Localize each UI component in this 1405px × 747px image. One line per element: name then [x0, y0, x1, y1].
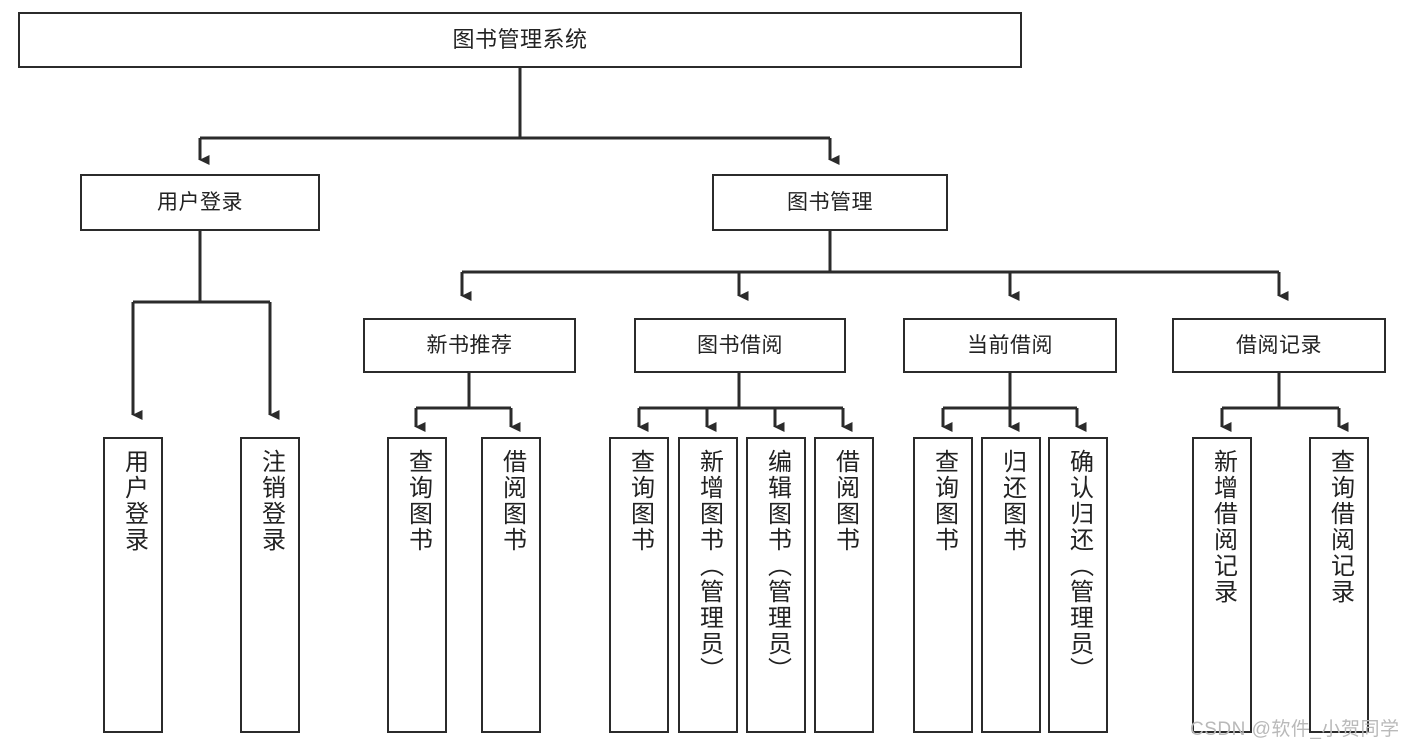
node-label: 用户登录	[157, 190, 243, 214]
node-book-borrow[interactable]: 图书借阅	[634, 318, 846, 373]
node-label: 注销登录	[257, 449, 285, 553]
leaf-query-book-current[interactable]: 查询图书	[913, 437, 973, 733]
node-label: 借阅记录	[1236, 333, 1322, 357]
leaf-user-login[interactable]: 用户登录	[103, 437, 163, 733]
node-current-borrow[interactable]: 当前借阅	[903, 318, 1117, 373]
node-label: 新增图书（管理员）	[695, 449, 723, 683]
node-label: 查询图书	[404, 449, 432, 553]
node-label: 查询图书	[626, 449, 654, 553]
node-label: 借阅图书	[498, 449, 526, 553]
leaf-logout[interactable]: 注销登录	[240, 437, 300, 733]
node-label: 编辑图书（管理员）	[763, 449, 791, 683]
node-label: 归还图书	[998, 449, 1026, 553]
node-label: 当前借阅	[967, 333, 1053, 357]
csdn-watermark: CSDN @软件_小贺同学	[1190, 719, 1400, 740]
leaf-borrow-book[interactable]: 借阅图书	[814, 437, 874, 733]
node-label: 用户登录	[120, 449, 148, 553]
node-label: 新增借阅记录	[1209, 449, 1237, 605]
leaf-borrow-book-recommend[interactable]: 借阅图书	[481, 437, 541, 733]
node-root-system[interactable]: 图书管理系统	[18, 12, 1022, 68]
node-label: 新书推荐	[426, 333, 513, 357]
leaf-return-book[interactable]: 归还图书	[981, 437, 1041, 733]
leaf-add-borrow-record[interactable]: 新增借阅记录	[1192, 437, 1252, 733]
node-borrow-record[interactable]: 借阅记录	[1172, 318, 1386, 373]
leaf-add-book-admin[interactable]: 新增图书（管理员）	[678, 437, 738, 733]
node-label: 图书借阅	[697, 333, 783, 357]
node-new-book-recommend[interactable]: 新书推荐	[363, 318, 576, 373]
leaf-query-book-recommend[interactable]: 查询图书	[387, 437, 447, 733]
node-label: 查询图书	[930, 449, 958, 553]
node-label: 图书管理系统	[452, 26, 588, 52]
leaf-edit-book-admin[interactable]: 编辑图书（管理员）	[746, 437, 806, 733]
node-label: 确认归还（管理员）	[1065, 449, 1093, 683]
node-book-manage[interactable]: 图书管理	[712, 174, 948, 231]
node-label: 借阅图书	[831, 449, 859, 553]
node-user-login[interactable]: 用户登录	[80, 174, 320, 231]
leaf-query-book-borrow[interactable]: 查询图书	[609, 437, 669, 733]
node-label: 图书管理	[787, 190, 873, 214]
leaf-query-borrow-record[interactable]: 查询借阅记录	[1309, 437, 1369, 733]
node-label: 查询借阅记录	[1326, 449, 1354, 605]
leaf-confirm-return-admin[interactable]: 确认归还（管理员）	[1048, 437, 1108, 733]
